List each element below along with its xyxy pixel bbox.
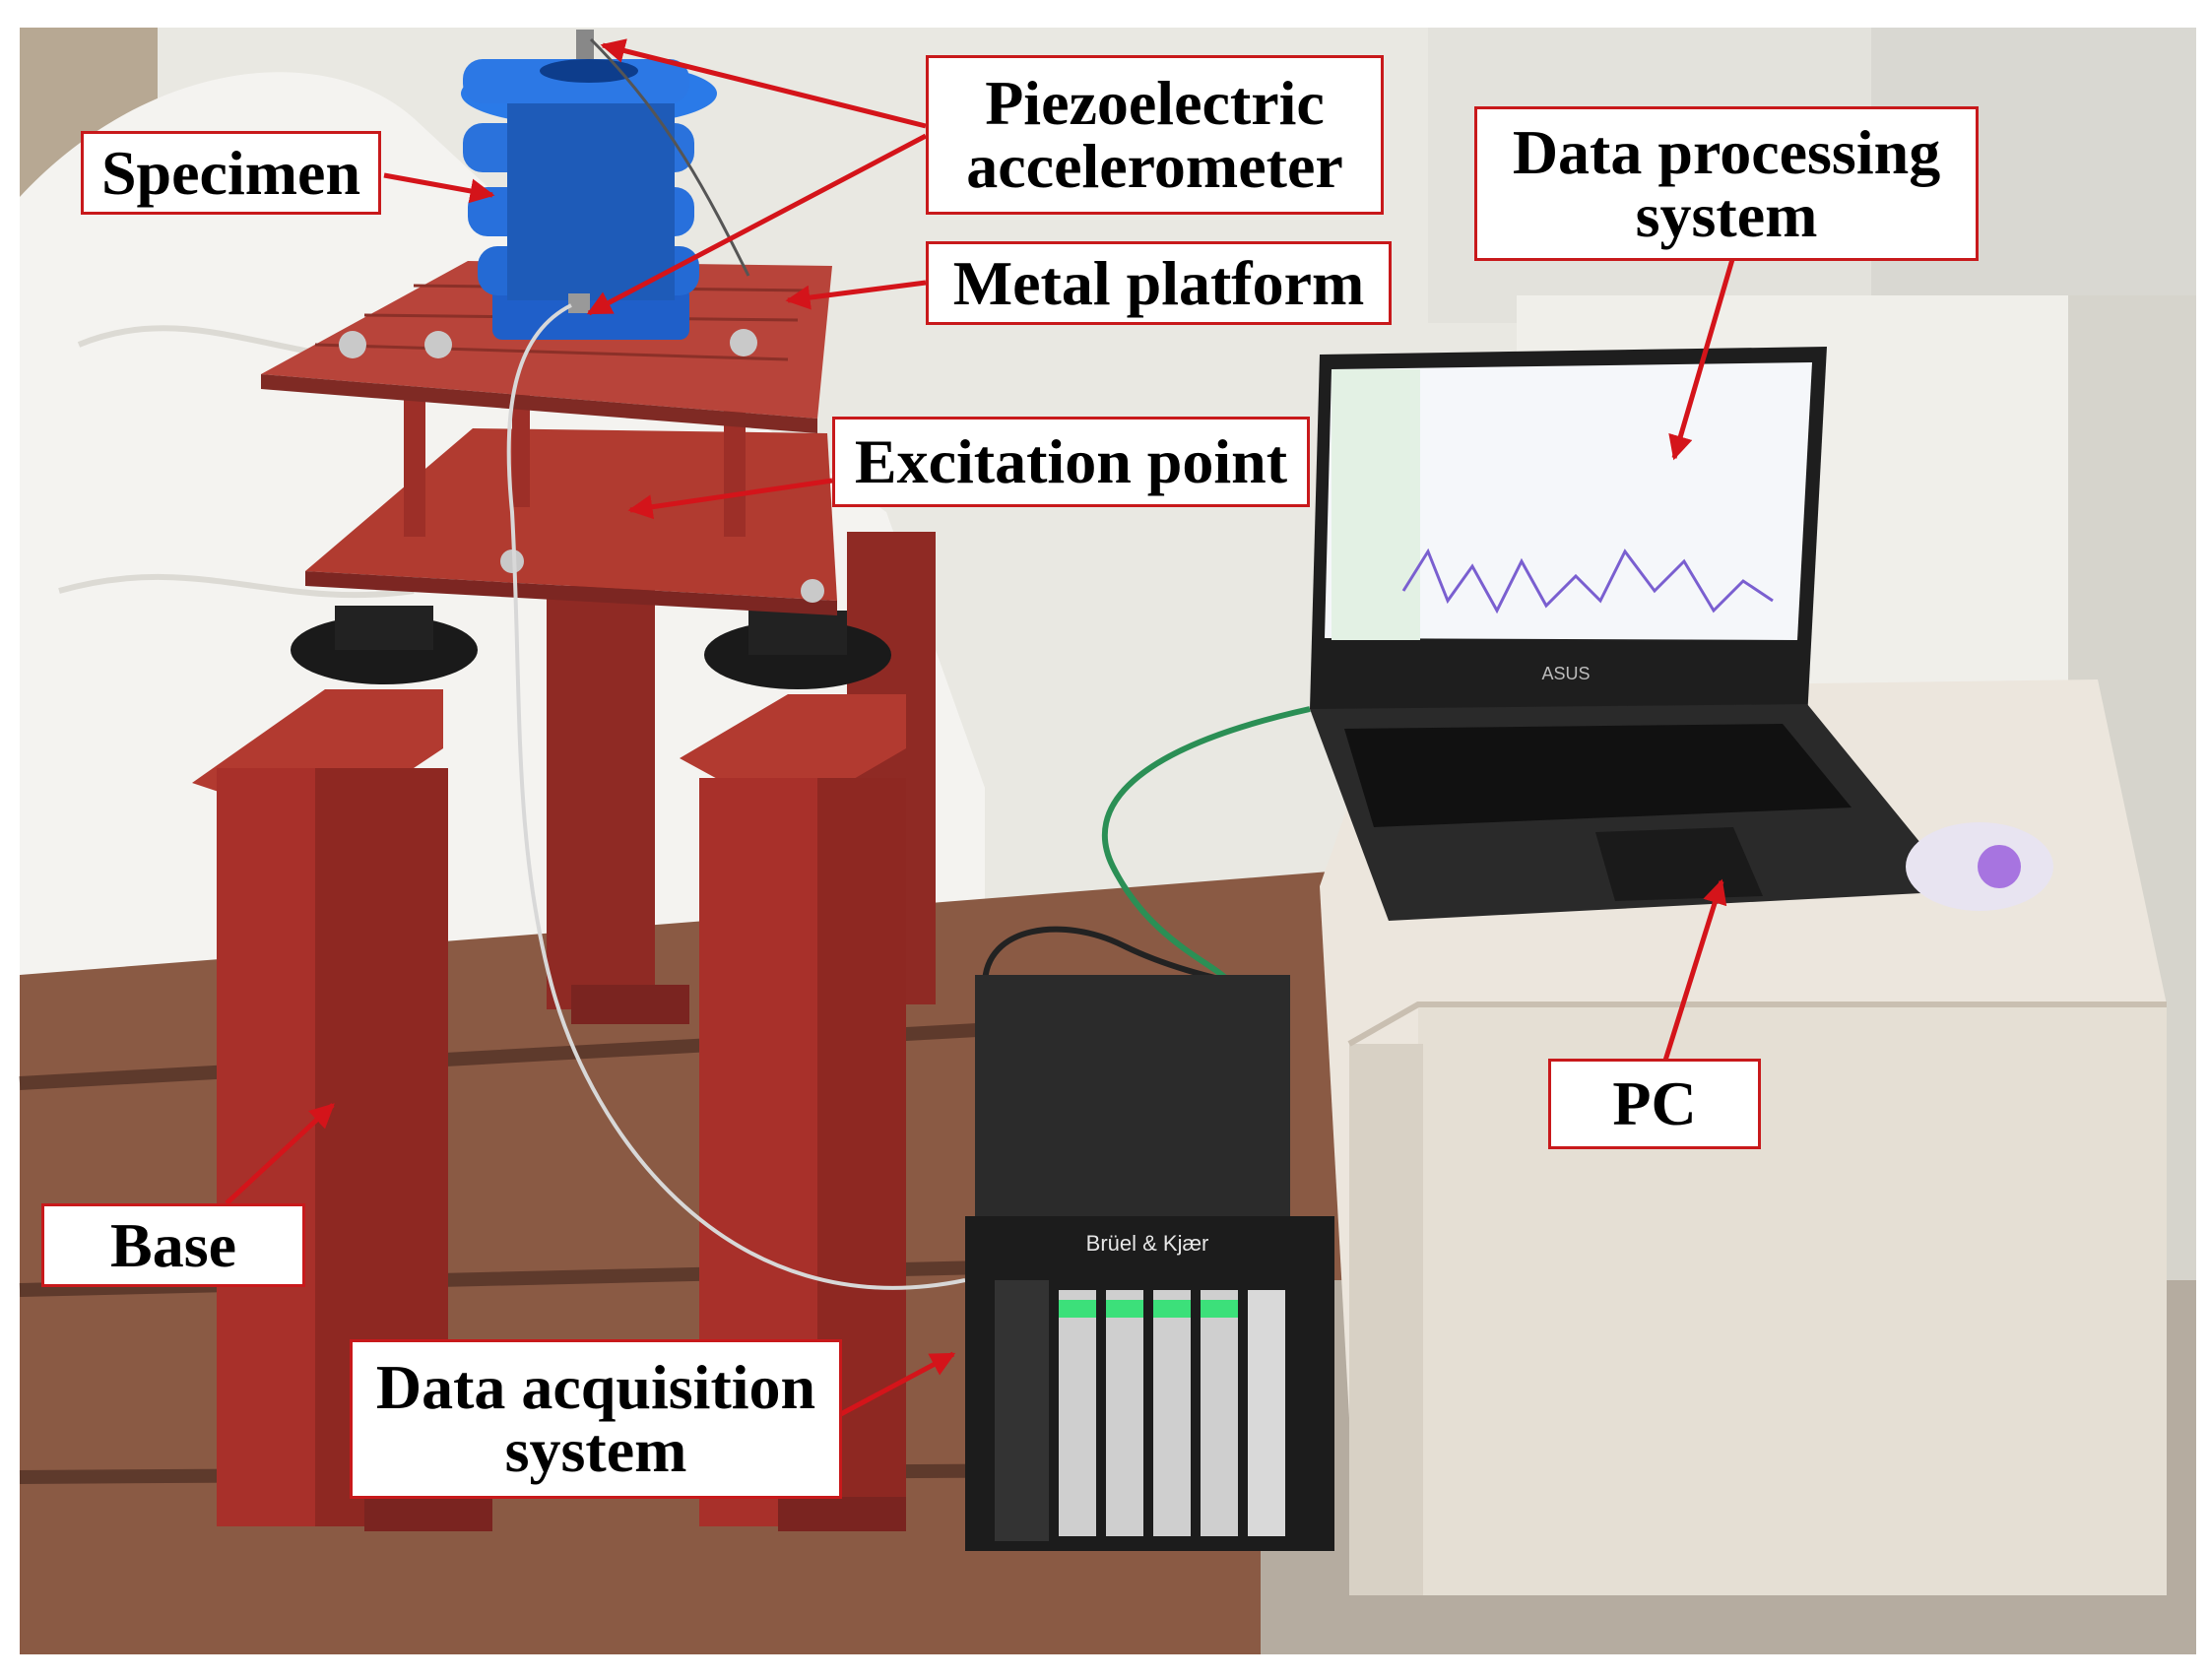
arrow-base: [225, 1103, 335, 1205]
label-base: Base: [41, 1203, 305, 1287]
daq-brand-text: Brüel & Kjær: [1086, 1231, 1209, 1256]
label-data-processing-line2: system: [1635, 179, 1818, 250]
network-cable: [1101, 706, 1311, 987]
label-accelerometer-line1: Piezoelectric: [985, 68, 1325, 138]
excitation-plate: [305, 428, 837, 601]
label-specimen: Specimen: [81, 131, 381, 215]
label-data-processing-line1: Data processing: [1512, 116, 1941, 187]
daq-module: [1153, 1290, 1191, 1536]
label-pc: PC: [1548, 1059, 1761, 1149]
arrow-data-processing: [1668, 255, 1736, 461]
label-specimen-text: Specimen: [100, 137, 361, 208]
label-metal-platform: Metal platform: [926, 241, 1392, 325]
label-data-processing-system: Data processing system: [1474, 106, 1979, 261]
arrow-data-acquisition: [835, 1351, 956, 1419]
daq-module: [1248, 1290, 1285, 1536]
arrow-metal-platform: [785, 280, 927, 310]
accelerometer-bottom: [568, 293, 590, 313]
label-data-acquisition-line1: Data acquisition: [375, 1352, 816, 1422]
label-excitation-point-text: Excitation point: [854, 426, 1288, 496]
laptop-keyboard: [1344, 724, 1852, 827]
base-leg-rear-left: [547, 586, 655, 1009]
label-piezoelectric-accelerometer: Piezoelectric accelerometer: [926, 55, 1384, 215]
label-data-acquisition-line2: system: [504, 1415, 687, 1485]
arrow-specimen: [383, 172, 495, 204]
laptop-brand-text: ASUS: [1541, 664, 1590, 683]
annotation-arrows: [225, 38, 1736, 1419]
daq-module: [1059, 1290, 1096, 1536]
label-excitation-point: Excitation point: [832, 417, 1310, 507]
signal-trace: [1401, 548, 1774, 614]
label-metal-platform-text: Metal platform: [952, 247, 1365, 318]
daq-top-case: [975, 975, 1290, 1231]
label-accelerometer-line2: accelerometer: [966, 131, 1343, 201]
label-base-text: Base: [110, 1209, 236, 1280]
daq-module: [1201, 1290, 1238, 1536]
label-data-acquisition-system: Data acquisition system: [350, 1339, 842, 1499]
laptop-touchpad: [1595, 827, 1763, 901]
arrow-pc: [1661, 878, 1727, 1065]
daq-power-module: [995, 1280, 1049, 1541]
accelerometer-top: [576, 30, 594, 59]
arrow-accelerometer-top: [600, 38, 927, 129]
arrow-excitation-point: [627, 478, 833, 520]
daq-module: [1106, 1290, 1143, 1536]
label-pc-text: PC: [1612, 1068, 1697, 1138]
sensor-cable: [506, 303, 966, 1290]
arrow-accelerometer-bottom: [586, 133, 928, 316]
